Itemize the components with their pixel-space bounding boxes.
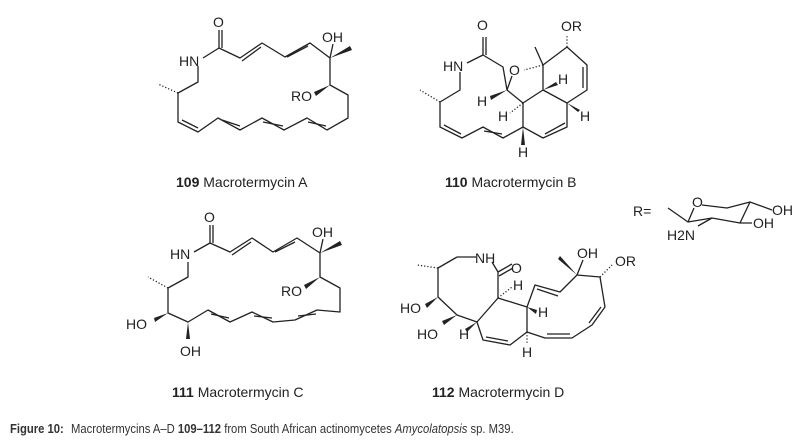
atom-h: H	[580, 108, 590, 124]
atom-h2n: H2N	[667, 227, 695, 243]
figure-caption: Figure 10:Macrotermycins A–D 109–112 fro…	[10, 422, 514, 436]
r-group-sugar: R= O OH OH H2N	[633, 194, 793, 243]
atom-h: H	[558, 71, 568, 87]
atom-h: H	[498, 108, 508, 124]
atom-hn: HN	[443, 58, 463, 74]
atom-oh: OH	[312, 224, 333, 240]
atom-o: O	[692, 194, 703, 210]
atom-o: O	[213, 14, 224, 30]
compound-label-112: 112 Macrotermycin D	[432, 384, 565, 400]
atom-oh: OH	[577, 245, 598, 261]
compound-label-110: 110 Macrotermycin B	[445, 174, 577, 190]
atom-ho: HO	[417, 326, 438, 342]
atom-ho: HO	[126, 316, 147, 332]
compound-label-109: 109 Macrotermycin A	[176, 174, 308, 190]
atom-o: O	[477, 17, 488, 33]
atom-hn: HN	[179, 53, 199, 69]
atom-o: O	[511, 260, 522, 276]
atom-h: H	[459, 326, 469, 342]
structure-111: O HN OH RO HO OH	[126, 209, 342, 359]
atom-nh: NH	[475, 250, 495, 266]
atom-h: H	[477, 93, 487, 109]
atom-oh: OH	[322, 29, 343, 45]
compound-label-111: 111 Macrotermycin C	[172, 384, 304, 400]
r-label: R=	[633, 203, 651, 219]
atom-ro: RO	[281, 283, 302, 299]
atom-h: H	[538, 304, 548, 320]
structure-109: O HN OH RO	[157, 14, 352, 133]
atom-hn: HN	[170, 246, 190, 262]
atom-ho: HO	[400, 300, 421, 316]
atom-ro: RO	[291, 88, 312, 104]
atom-or: OR	[561, 18, 582, 34]
atom-oh: OH	[772, 202, 793, 218]
structure-110: O HN O OR H H H H H	[419, 17, 590, 160]
atom-oh: OH	[753, 215, 774, 231]
atom-oh2: OH	[180, 343, 201, 359]
atom-h: H	[522, 344, 532, 360]
atom-o: O	[204, 209, 215, 225]
atom-or: OR	[615, 253, 636, 269]
structure-112: NH O OH OR HO HO H H H H	[400, 245, 636, 360]
atom-h: H	[518, 144, 528, 160]
atom-h: H	[513, 277, 523, 293]
atom-o-ring: O	[509, 62, 520, 78]
